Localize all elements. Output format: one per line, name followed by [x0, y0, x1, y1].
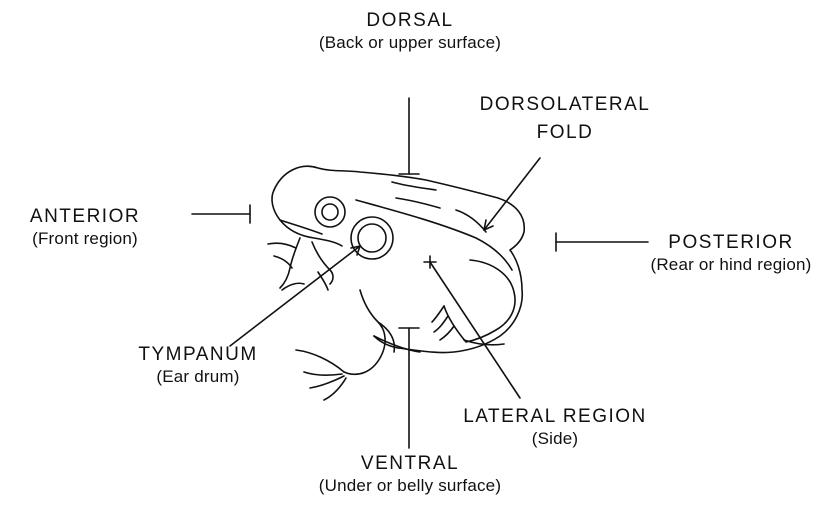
- tympanum-subtitle: (Ear drum): [118, 366, 278, 387]
- ventral-label: VENTRAL (Under or belly surface): [270, 453, 550, 496]
- frog-hind-leg: [444, 260, 515, 342]
- ventral-subtitle: (Under or belly surface): [270, 475, 550, 496]
- anterior-label: ANTERIOR (Front region): [0, 206, 170, 249]
- posterior-label: POSTERIOR (Rear or hind region): [626, 232, 836, 275]
- frog-illustration: [268, 166, 524, 400]
- lateral-title: LATERAL REGION: [440, 406, 670, 428]
- ventral-title: VENTRAL: [270, 453, 550, 475]
- dorsolateral-line2: FOLD: [450, 122, 680, 144]
- frog-hind-foot: [432, 306, 504, 345]
- dorsal-label: DORSAL (Back or upper surface): [260, 10, 560, 53]
- frog-tympanum-inner: [358, 224, 386, 252]
- dorsolateral-line1: DORSOLATERAL: [450, 94, 680, 116]
- frog-eye-outer: [315, 197, 345, 227]
- frog-dorsal-ridge: [392, 182, 436, 190]
- lateral-region-label: LATERAL REGION (Side): [440, 406, 670, 449]
- posterior-title: POSTERIOR: [626, 232, 836, 254]
- frog-body-outline: [274, 166, 524, 352]
- frog-front-hand: [268, 243, 328, 290]
- tympanum-pointer-line: [230, 246, 360, 346]
- dorsolateral-pointer-line: [484, 158, 540, 230]
- dorsal-title: DORSAL: [260, 10, 560, 32]
- tympanum-title: TYMPANUM: [118, 344, 278, 366]
- tympanum-label: TYMPANUM (Ear drum): [118, 344, 278, 387]
- dorsal-subtitle: (Back or upper surface): [260, 32, 560, 53]
- frog-snout: [272, 190, 342, 246]
- frog-forefoot: [296, 350, 346, 400]
- anterior-title: ANTERIOR: [0, 206, 170, 228]
- frog-forelimb: [344, 290, 394, 374]
- anterior-subtitle: (Front region): [0, 228, 170, 249]
- frog-dorsolateral-fold-line: [356, 200, 512, 270]
- frog-eye-inner: [322, 204, 338, 220]
- lateral-subtitle: (Side): [440, 428, 670, 449]
- dorsolateral-fold-label: DORSOLATERAL FOLD: [450, 94, 680, 144]
- lateral-crosshair: [424, 256, 436, 268]
- posterior-subtitle: (Rear or hind region): [626, 254, 836, 275]
